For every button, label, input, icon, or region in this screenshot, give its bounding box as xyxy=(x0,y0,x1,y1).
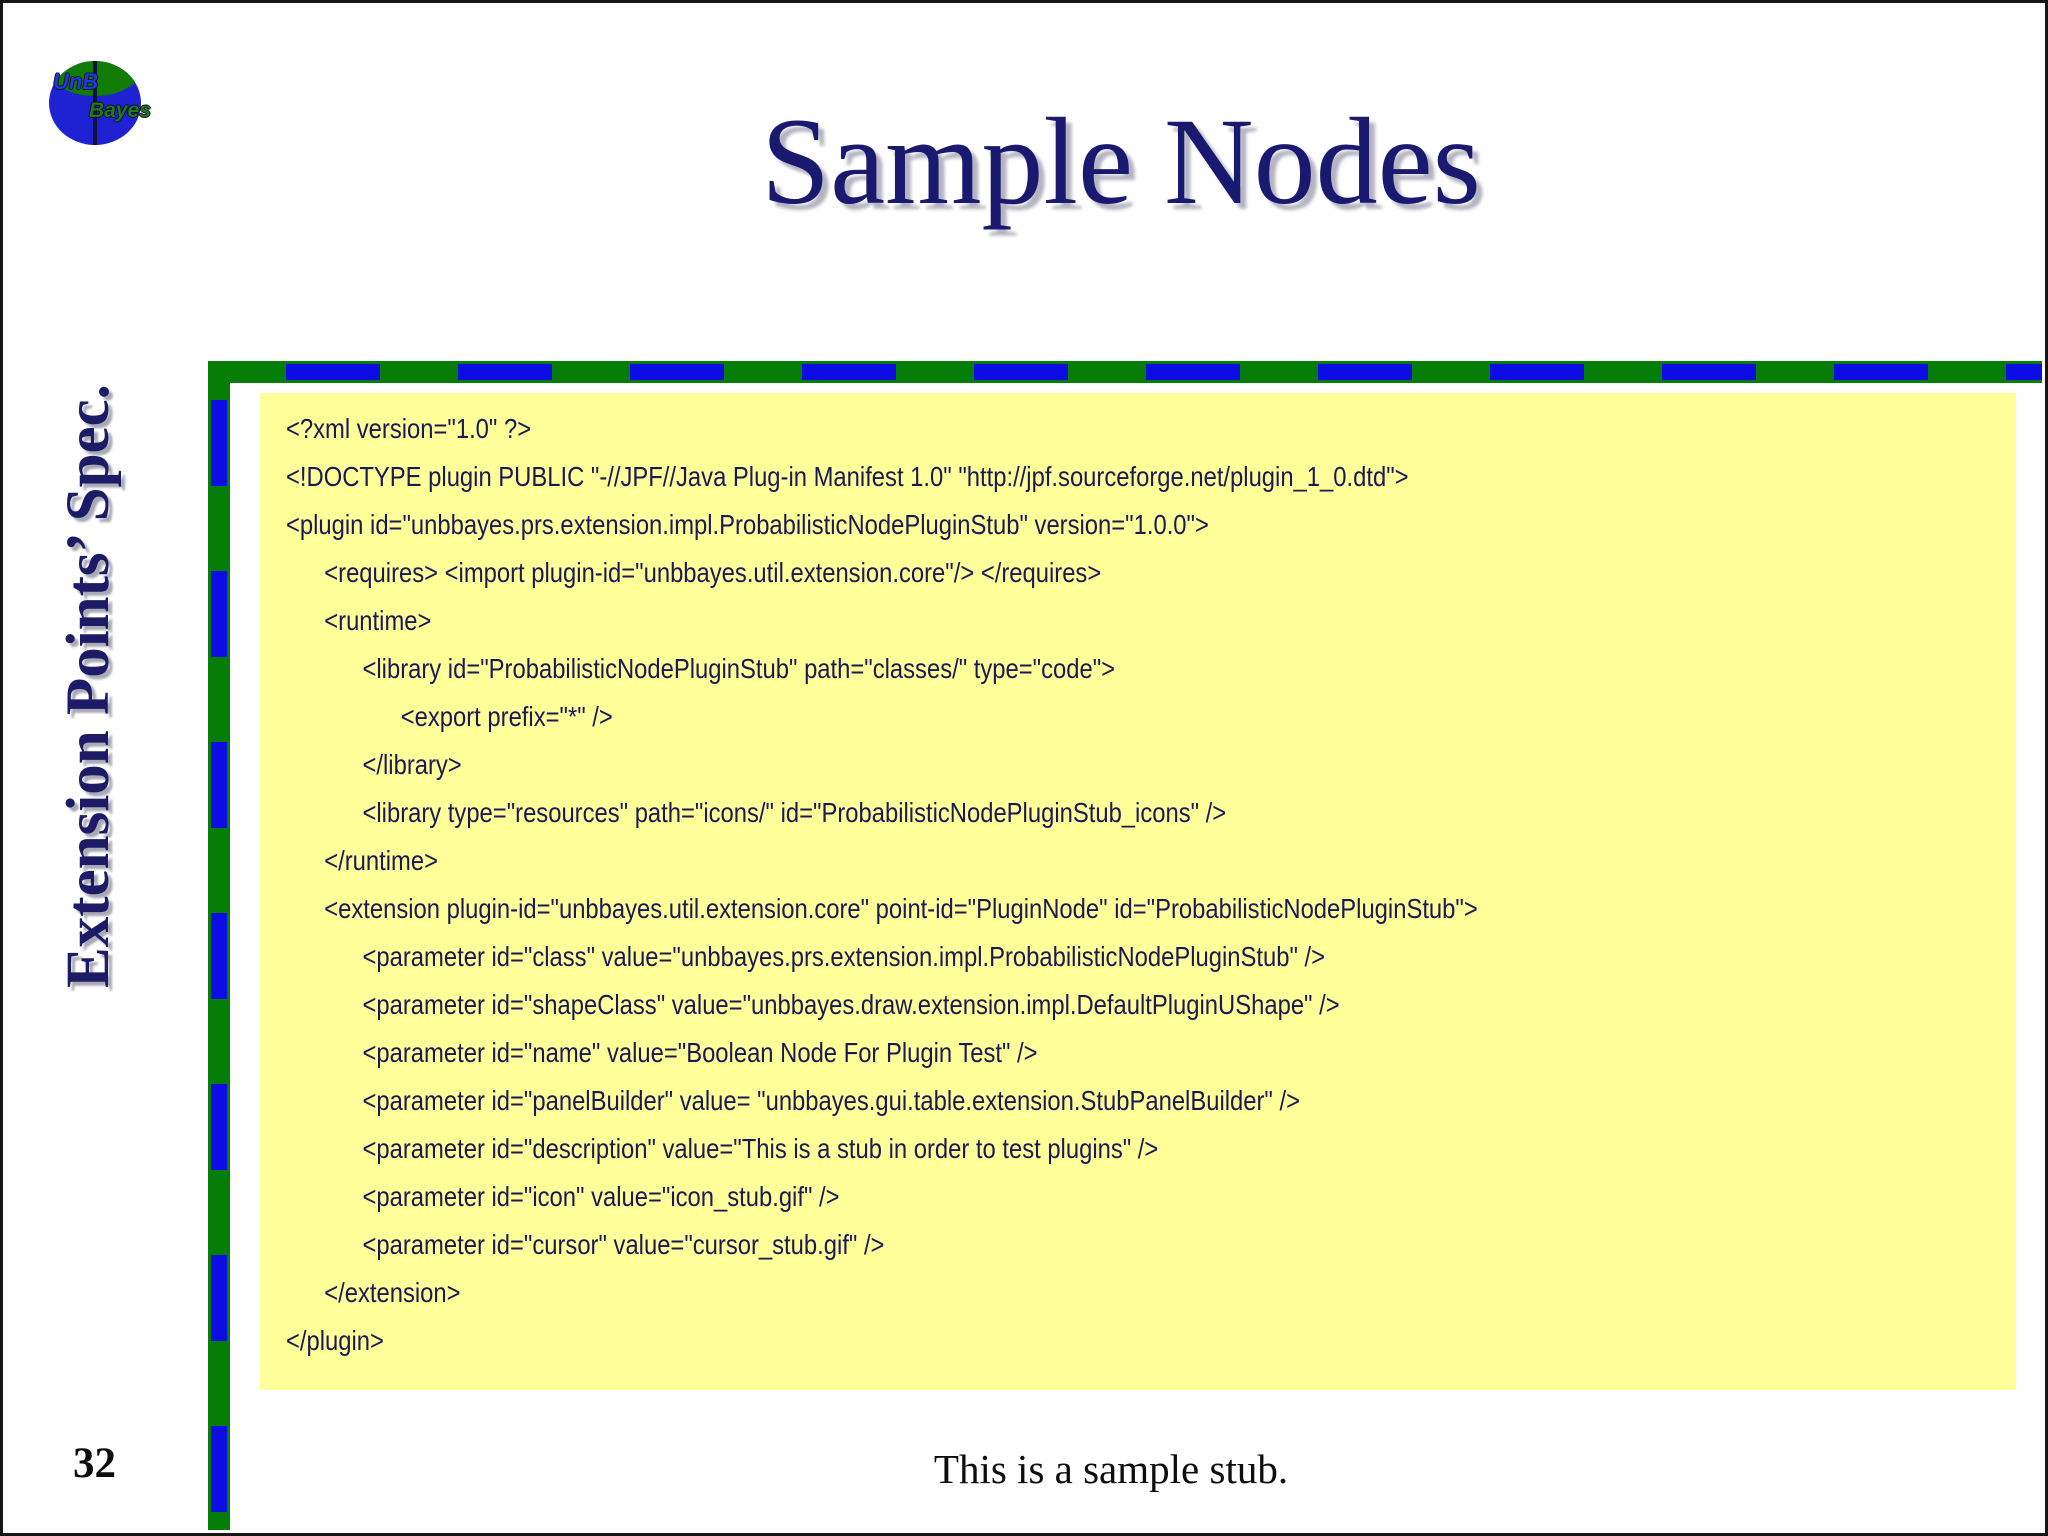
code-line: </extension> xyxy=(324,1277,461,1308)
code-line: <!DOCTYPE plugin PUBLIC "-//JPF//Java Pl… xyxy=(286,461,1409,492)
code-line: <requires> <import plugin-id="unbbayes.u… xyxy=(324,557,1102,588)
logo-text-bayes: Bayes xyxy=(89,99,151,122)
code-line: <runtime> xyxy=(324,605,432,636)
code-line: <library id="ProbabilisticNodePluginStub… xyxy=(362,653,1116,684)
code-line: <parameter id="class" value="unbbayes.pr… xyxy=(362,941,1326,972)
code-line: <parameter id="panelBuilder" value= "unb… xyxy=(362,1085,1300,1116)
checkered-border-left xyxy=(208,361,230,1530)
code-line: <?xml version="1.0" ?> xyxy=(286,413,532,444)
globe-icon xyxy=(49,61,141,145)
code-line: <plugin id="unbbayes.prs.extension.impl.… xyxy=(286,509,1209,540)
code-line: </runtime> xyxy=(324,845,439,876)
globe-meridian-line xyxy=(93,61,97,145)
code-line: <parameter id="cursor" value="cursor_stu… xyxy=(362,1229,885,1260)
code-line: <library type="resources" path="icons/" … xyxy=(362,797,1227,828)
slide-caption: This is a sample stub. xyxy=(933,1446,1289,1492)
code-line: <parameter id="shapeClass" value="unbbay… xyxy=(362,989,1340,1020)
code-line: <export prefix="*" /> xyxy=(400,701,613,732)
slide-title: Sample Nodes xyxy=(761,93,1481,230)
code-line: </plugin> xyxy=(286,1325,384,1356)
code-line: </library> xyxy=(362,749,462,780)
code-line: <parameter id="icon" value="icon_stub.gi… xyxy=(362,1181,840,1212)
code-line: <extension plugin-id="unbbayes.util.exte… xyxy=(324,893,1478,924)
unbbayes-logo: UnB Bayes xyxy=(47,55,151,147)
section-label-vertical: Extension Points’ Spec. xyxy=(55,384,122,988)
logo-text-unb: UnB xyxy=(53,69,99,94)
code-line: <parameter id="name" value="Boolean Node… xyxy=(362,1037,1038,1068)
xml-code-panel: <?xml version="1.0" ?> <!DOCTYPE plugin P… xyxy=(260,393,2016,1390)
page-number: 32 xyxy=(73,1440,116,1487)
checkered-border-top xyxy=(208,361,2042,383)
code-line: <parameter id="description" value="This … xyxy=(362,1133,1159,1164)
